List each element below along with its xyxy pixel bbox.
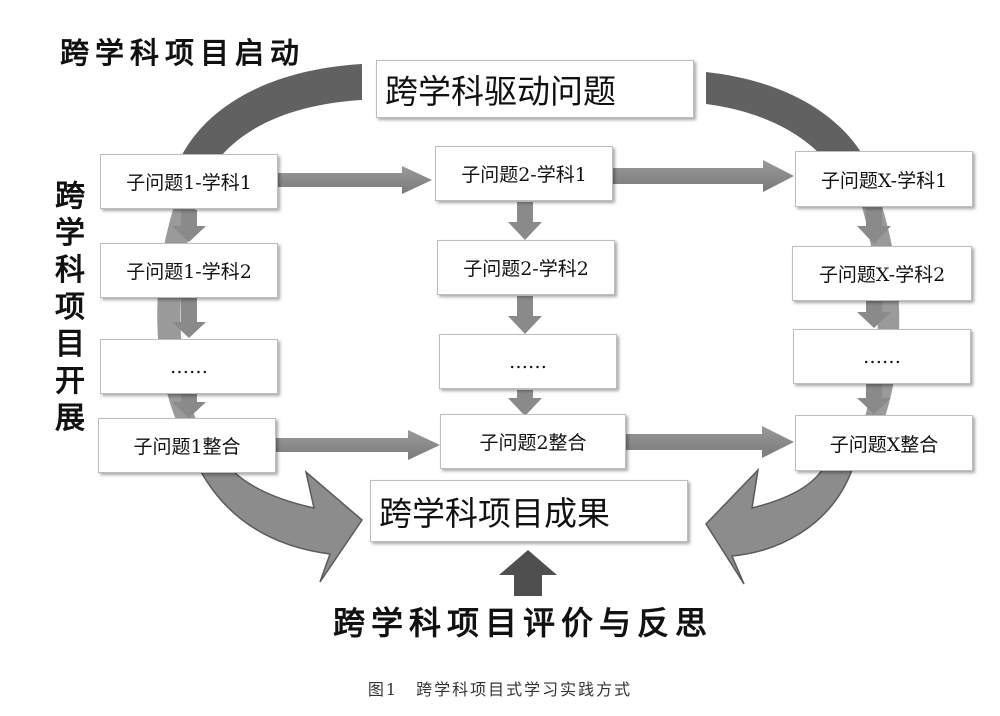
arrow-v-c1-2 xyxy=(172,298,206,338)
arc-bottom-right xyxy=(705,467,854,585)
arrow-v-c2-3 xyxy=(508,390,542,416)
label-project-development: 跨学科项目开展 xyxy=(55,179,85,436)
sub-question-1-discipline-2: 子问题1-学科2 xyxy=(100,243,278,298)
arrow-h-bottom-1 xyxy=(275,430,440,460)
arrow-h-top-1 xyxy=(277,166,432,194)
arrow-up-evaluation xyxy=(499,550,557,596)
outcome-box: 跨学科项目成果 xyxy=(370,480,688,542)
label-project-evaluation: 跨学科项目评价与反思 xyxy=(333,604,714,642)
arc-top-left xyxy=(176,64,362,168)
figure-caption: 图1 跨学科项目式学习实践方式 xyxy=(367,680,633,699)
arrow-v-c3-3 xyxy=(857,384,891,414)
arrow-v-c3-2 xyxy=(857,300,891,328)
sub-question-x-discipline-1: 子问题X-学科1 xyxy=(795,151,973,207)
arrow-v-c1-3 xyxy=(172,394,206,418)
driving-question-box: 跨学科驱动问题 xyxy=(376,60,694,118)
sub-question-1-discipline-1: 子问题1-学科1 xyxy=(100,154,278,209)
sub-question-2-integration: 子问题2整合 xyxy=(440,414,626,469)
sub-question-x-discipline-2: 子问题X-学科2 xyxy=(792,246,972,301)
arc-bottom-left xyxy=(198,469,363,583)
sub-question-2-discipline-2: 子问题2-学科2 xyxy=(437,240,615,295)
arrow-v-c2-2 xyxy=(508,296,542,334)
label-project-launch: 跨学科项目启动 xyxy=(60,36,306,70)
arrow-v-c3-1 xyxy=(857,208,891,244)
sub-question-1-more: …… xyxy=(100,339,278,394)
arrow-v-c2-1 xyxy=(508,202,542,240)
sub-question-1-integration: 子问题1整合 xyxy=(98,418,276,473)
arrow-h-top-2 xyxy=(612,160,794,192)
sub-question-x-more: …… xyxy=(793,329,971,384)
sub-question-2-more: …… xyxy=(439,334,617,389)
sub-question-x-integration: 子问题X整合 xyxy=(795,415,973,471)
arrow-v-c1-1 xyxy=(172,210,206,242)
arrow-h-bottom-2 xyxy=(626,426,794,458)
arc-top-right xyxy=(706,72,870,168)
sub-question-2-discipline-1: 子问题2-学科1 xyxy=(435,146,613,201)
